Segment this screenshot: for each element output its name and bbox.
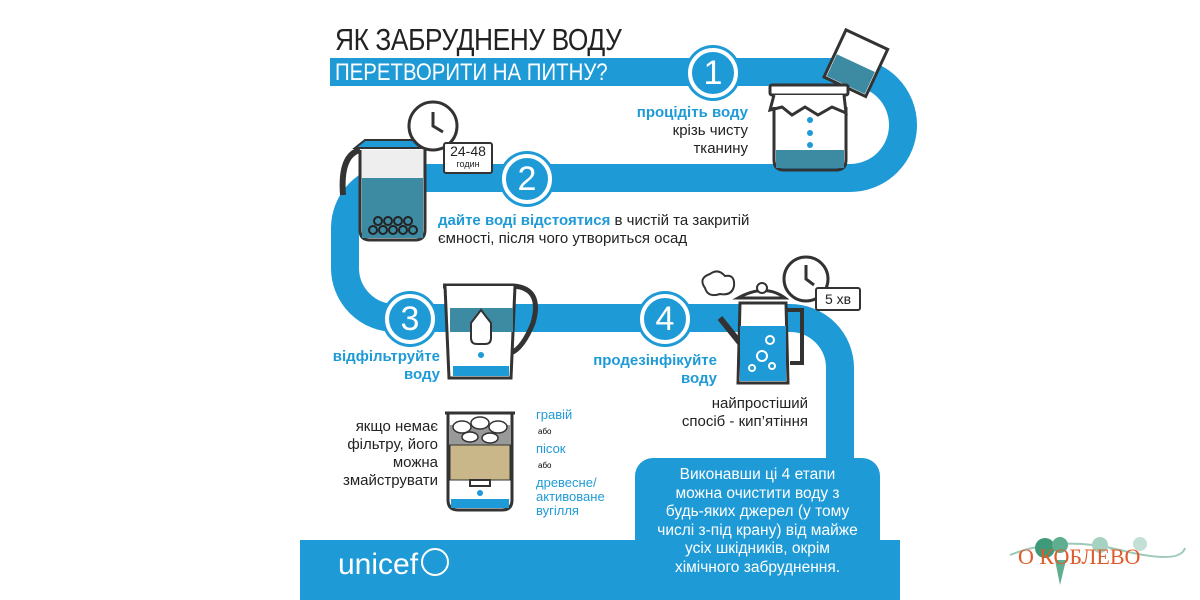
callout-line: можна очистити воду з	[675, 484, 840, 502]
unicef-logo: unicef	[338, 548, 450, 582]
step-2-title: дайте воді відстоятися	[438, 212, 611, 229]
badge-value: 24-48	[450, 143, 486, 159]
step-3-title: воду	[403, 366, 440, 383]
step-4-title: воду	[680, 370, 717, 387]
title-line2: ПЕРЕТВОРИТИ НА ПИТНУ?	[335, 59, 608, 86]
step-4-title: продезінфікуйте	[593, 352, 717, 369]
clock-icon	[407, 100, 459, 152]
layer-charcoal: вугілля	[536, 503, 579, 518]
step-2-text: в чистій та закритій	[610, 212, 750, 229]
jar-icon	[767, 27, 890, 172]
layer-sand: пісок	[536, 441, 566, 456]
un-emblem-icon	[421, 548, 450, 576]
brand-name: unicef	[338, 548, 419, 581]
step-3-number: 3	[385, 294, 435, 344]
boiling-kettle-icon	[701, 270, 804, 385]
step-1-text: тканину	[693, 140, 748, 157]
time-badge: 24-48 годин	[443, 142, 493, 174]
step-2-text-line2: ємності, після чого утвориться осад	[438, 230, 688, 247]
callout-line: числі з-під крану) від майже	[657, 521, 858, 539]
diy-filter-icon	[445, 411, 515, 512]
callout-line: Виконавши ці 4 етапи	[679, 466, 836, 483]
time-badge: 5 хв	[815, 287, 861, 311]
title-line1: ЯК ЗАБРУДНЕНУ ВОДУ	[335, 22, 622, 57]
diy-text: якщо немає	[355, 418, 438, 435]
watermark-text: О КОБЛЕВО	[1018, 544, 1141, 569]
step-1-title: процідіть воду	[636, 104, 748, 121]
step-4-number: 4	[640, 294, 690, 344]
step-1-number: 1	[688, 48, 738, 98]
pitcher-with-sediment-icon	[339, 139, 427, 242]
step-4-text: спосіб - кип’ятіння	[681, 413, 808, 430]
badge-unit: годин	[456, 159, 480, 169]
diy-text: фільтру, його	[347, 436, 438, 453]
layer-gravel: гравій	[536, 407, 573, 422]
step-3-title: відфільтруйте	[332, 348, 440, 365]
filter-jug-icon	[443, 283, 538, 380]
grapevine-icon	[1009, 537, 1186, 585]
layer-charcoal: активоване	[536, 489, 605, 504]
koblevo-watermark-logo: О КОБЛЕВО	[1000, 530, 1190, 590]
layer-or: або	[538, 461, 552, 470]
callout-line: хімічного забруднення.	[674, 558, 841, 576]
layer-or: або	[538, 427, 552, 436]
diy-text: можна	[392, 454, 438, 471]
callout-line: усіх шкідників, окрім	[685, 540, 830, 557]
step-1-text: крізь чисту	[672, 122, 748, 139]
step-2-number: 2	[502, 154, 552, 204]
diy-text: змайструвати	[342, 472, 438, 489]
summary-callout: Виконавши ці 4 етапи можна очистити воду…	[635, 458, 880, 600]
layer-charcoal: древесне/	[536, 475, 597, 490]
callout-line: будь-яких джерел (у тому	[665, 503, 850, 520]
step-4-text: найпростіший	[711, 395, 808, 412]
filter-layers: гравій або пісок або древесне/ активован…	[536, 408, 605, 518]
